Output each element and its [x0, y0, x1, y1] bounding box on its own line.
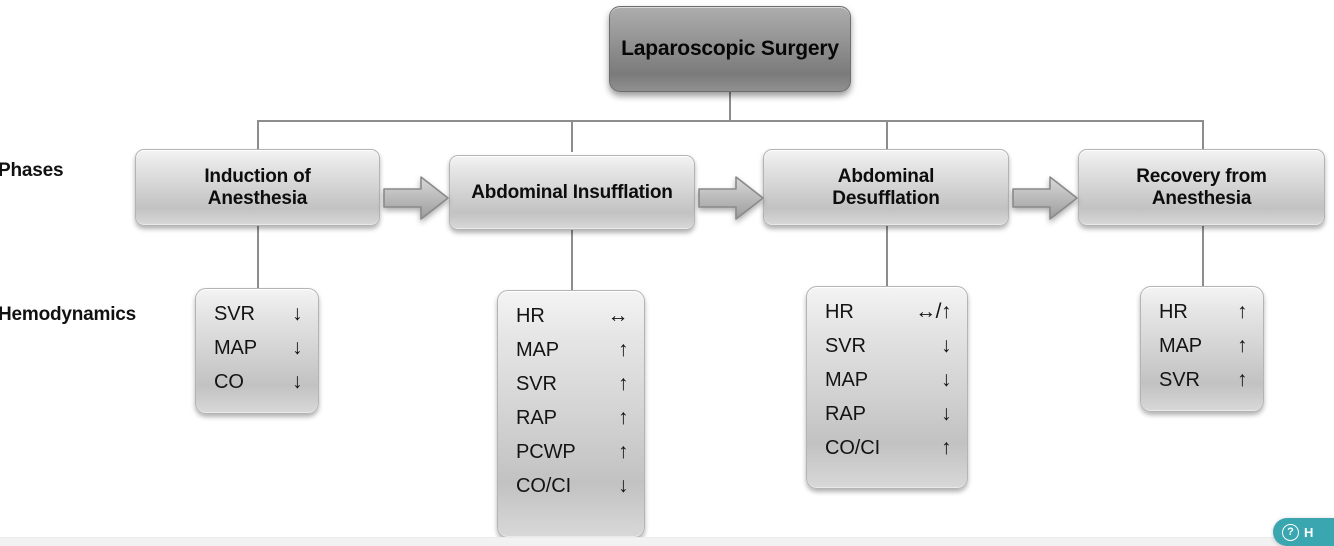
hemodynamics-box-induction-of-anesthesia[interactable]: SVR ↓ MAP ↓ CO ↓: [195, 288, 319, 414]
hemodynamic-row: CO/CI ↑: [807, 437, 967, 458]
root-node-laparoscopic-surgery[interactable]: Laparoscopic Surgery: [609, 6, 851, 92]
hemodynamic-trend-arrow-icon: ↓: [941, 368, 951, 391]
hemodynamic-parameter-name: SVR: [1159, 369, 1200, 391]
help-widget-label: H: [1304, 524, 1314, 540]
phase-label-line-2: Anesthesia: [1151, 187, 1252, 209]
phase-label-line-1: Abdominal: [837, 165, 935, 187]
hemodynamic-row: SVR ↓: [807, 335, 967, 356]
hemodynamic-parameter-name: SVR: [214, 303, 255, 325]
root-node-label: Laparoscopic Surgery: [621, 36, 839, 60]
phase-box-recovery-from-anesthesia[interactable]: Recovery from Anesthesia: [1078, 149, 1325, 226]
hemodynamic-parameter-name: SVR: [516, 373, 557, 395]
connector-phase1-to-hemo1: [257, 224, 259, 290]
hemodynamic-trend-arrow-icon: ↑: [1237, 334, 1247, 357]
hemodynamic-trend-arrow-icon: ↓: [941, 334, 952, 357]
hemodynamic-row: SVR ↓: [196, 303, 318, 324]
flow-arrow-3-to-4: [1012, 176, 1078, 220]
hemodynamic-parameter-name: SVR: [825, 335, 866, 357]
hemodynamic-parameter-name: HR: [1159, 301, 1188, 323]
hemodynamic-trend-arrow-icon: ↔: [607, 304, 629, 327]
row-label-hemodynamics: Hemodynamics: [0, 304, 137, 325]
connector-drop-phase-2: [571, 120, 573, 152]
hemodynamic-parameter-name: RAP: [825, 403, 866, 425]
hemodynamic-parameter-name: MAP: [1159, 335, 1203, 357]
page-bottom-band: [0, 537, 1334, 546]
row-label-phases: Phases: [0, 160, 64, 181]
hemodynamic-trend-arrow-icon: ↑: [941, 436, 951, 459]
hemodynamic-trend-arrow-icon: ↓: [941, 402, 952, 425]
phase-box-label: Abdominal Insufflation: [471, 181, 673, 203]
phase-box-label: Induction of Anesthesia: [196, 166, 318, 210]
hemodynamic-parameter-name: MAP: [516, 339, 560, 361]
hemodynamic-trend-arrow-icon: ↑: [618, 406, 629, 429]
hemodynamic-row: PCWP ↑: [498, 441, 644, 462]
hemodynamic-parameter-name: HR: [825, 301, 854, 323]
hemodynamics-box-abdominal-desufflation[interactable]: HR ↔/↑ SVR ↓ MAP ↓ RAP ↓ CO/CI ↑: [806, 286, 968, 489]
hemodynamics-box-abdominal-insufflation[interactable]: HR ↔ MAP ↑ SVR ↑ RAP ↑ PCWP ↑ CO/CI ↓: [497, 290, 645, 538]
connector-drop-phase-1: [257, 120, 259, 152]
phase-box-abdominal-insufflation[interactable]: Abdominal Insufflation: [449, 155, 695, 230]
hemodynamic-row: HR ↔: [498, 305, 644, 326]
connector-horizontal-bus: [257, 120, 1204, 122]
phase-box-label: Abdominal Desufflation: [824, 166, 947, 210]
phase-box-label: Recovery from Anesthesia: [1128, 166, 1274, 210]
hemodynamic-parameter-name: CO/CI: [825, 437, 881, 459]
hemodynamic-parameter-name: PCWP: [516, 441, 576, 463]
hemodynamic-row: MAP ↑: [498, 339, 644, 360]
hemodynamic-row: HR ↑: [1141, 301, 1263, 322]
hemodynamic-row: CO ↓: [196, 371, 318, 392]
hemodynamic-trend-arrow-icon: ↑: [618, 440, 629, 463]
connector-phase3-to-hemo3: [886, 224, 888, 286]
hemodynamic-trend-arrow-icon: ↓: [292, 370, 303, 393]
connector-phase2-to-hemo2: [571, 230, 573, 290]
phase-box-abdominal-desufflation[interactable]: Abdominal Desufflation: [763, 149, 1009, 226]
hemodynamic-row: MAP ↓: [196, 337, 318, 358]
flow-arrow-1-to-2: [383, 176, 449, 220]
connector-root-stem: [729, 90, 731, 122]
hemodynamic-trend-arrow-icon: ↑: [618, 372, 629, 395]
connector-phase4-to-hemo4: [1202, 224, 1204, 286]
phase-label-line-1: Induction of: [204, 165, 311, 187]
hemodynamic-row: HR ↔/↑: [807, 301, 967, 322]
hemodynamic-parameter-name: CO: [214, 371, 244, 393]
hemodynamic-trend-arrow-icon: ↓: [292, 302, 303, 325]
hemodynamic-trend-arrow-icon: ↑: [1237, 368, 1248, 391]
hemodynamic-row: RAP ↑: [498, 407, 644, 428]
hemodynamic-row: CO/CI ↓: [498, 475, 644, 496]
connector-drop-phase-3: [886, 120, 888, 152]
hemodynamic-trend-arrow-icon: ↓: [618, 474, 628, 497]
hemodynamics-box-recovery-from-anesthesia[interactable]: HR ↑ MAP ↑ SVR ↑: [1140, 286, 1264, 412]
help-widget-button[interactable]: ? H: [1273, 518, 1334, 546]
hemodynamic-trend-arrow-icon: ↔/↑: [915, 300, 951, 323]
hemodynamic-trend-arrow-icon: ↓: [292, 336, 302, 359]
hemodynamic-parameter-name: RAP: [516, 407, 557, 429]
hemodynamic-parameter-name: CO/CI: [516, 475, 572, 497]
phase-label-line-2: Anesthesia: [207, 187, 308, 209]
phase-label-line-2: Desufflation: [832, 187, 940, 209]
hemodynamic-parameter-name: MAP: [825, 369, 869, 391]
hemodynamic-row: MAP ↓: [807, 369, 967, 390]
connector-drop-phase-4: [1202, 120, 1204, 152]
hemodynamic-row: MAP ↑: [1141, 335, 1263, 356]
phase-box-induction-of-anesthesia[interactable]: Induction of Anesthesia: [135, 149, 380, 226]
hemodynamic-row: SVR ↑: [498, 373, 644, 394]
flow-arrow-2-to-3: [698, 176, 764, 220]
hemodynamic-row: RAP ↓: [807, 403, 967, 424]
question-mark-icon: ?: [1282, 523, 1299, 541]
hemodynamic-parameter-name: HR: [516, 305, 545, 327]
hemodynamic-row: SVR ↑: [1141, 369, 1263, 390]
hemodynamic-parameter-name: MAP: [214, 337, 258, 359]
hemodynamic-trend-arrow-icon: ↑: [1237, 300, 1248, 323]
phase-label-line-1: Recovery from: [1136, 165, 1267, 187]
hemodynamic-trend-arrow-icon: ↑: [618, 338, 628, 361]
